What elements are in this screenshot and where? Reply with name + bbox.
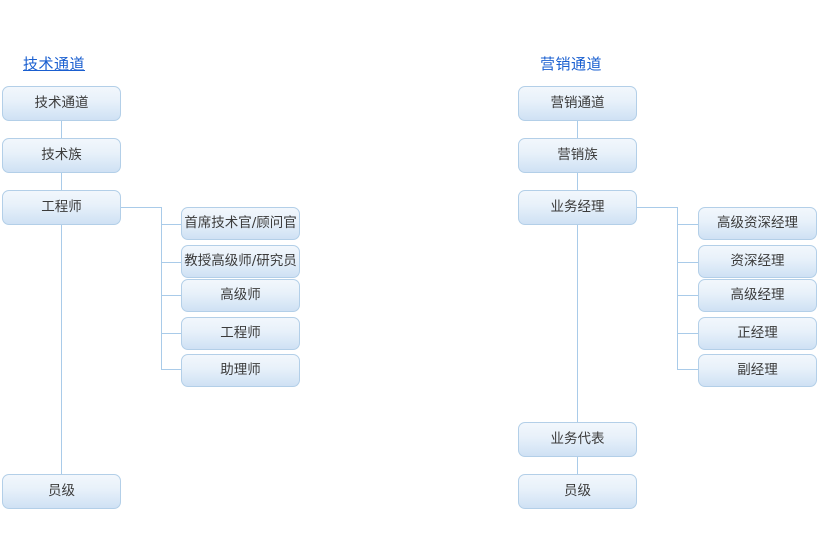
node-label: 助理师 — [220, 361, 261, 378]
connector-tech-family-to-engineer — [61, 173, 62, 206]
node-engineer[interactable]: 工程师 — [2, 190, 121, 225]
node-biz-manager[interactable]: 业务经理 — [518, 190, 637, 225]
node-engineer-level[interactable]: 工程师 — [181, 317, 300, 350]
connector-sales-family-to-manager — [577, 173, 578, 206]
node-label: 高级经理 — [730, 286, 785, 303]
node-label: 副经理 — [737, 361, 778, 378]
connector-branch-stub-r2 — [677, 262, 698, 263]
node-cto-advisor[interactable]: 首席技术官/顾问官 — [181, 207, 300, 240]
node-label: 员级 — [564, 482, 591, 499]
node-label: 教授高级师/研究员 — [184, 252, 297, 269]
connector-engineer-branch-stem — [121, 207, 161, 208]
column-title-marketing[interactable]: 营销通道 — [540, 55, 603, 73]
connector-sales-channel-to-family — [577, 121, 578, 154]
node-sales-channel[interactable]: 营销通道 — [518, 86, 637, 121]
connector-branch-stub-r4 — [677, 333, 698, 334]
node-tech-staff[interactable]: 员级 — [2, 474, 121, 509]
node-full-mgr[interactable]: 正经理 — [698, 317, 817, 350]
node-label: 资深经理 — [730, 252, 785, 269]
node-label: 营销族 — [557, 146, 598, 163]
node-label: 工程师 — [220, 324, 261, 341]
node-label: 高级师 — [220, 286, 261, 303]
node-label: 员级 — [48, 482, 75, 499]
connector-engineer-to-staff — [61, 224, 62, 474]
connector-tech-channel-to-family — [61, 121, 62, 154]
node-tech-family[interactable]: 技术族 — [2, 138, 121, 173]
connector-branch-stub-4 — [161, 333, 181, 334]
connector-manager-branch-stem — [637, 207, 677, 208]
node-sales-family[interactable]: 营销族 — [518, 138, 637, 173]
node-label: 工程师 — [41, 198, 82, 215]
node-label: 技术族 — [41, 146, 82, 163]
connector-branch-stub-r1 — [677, 224, 698, 225]
connector-branch-stub-2 — [161, 262, 181, 263]
node-label: 正经理 — [737, 324, 778, 341]
connector-branch-stub-1 — [161, 224, 181, 225]
node-label: 高级资深经理 — [717, 214, 798, 231]
connector-manager-branch-trunk — [677, 207, 678, 369]
connector-rep-to-staff — [577, 456, 578, 474]
connector-branch-stub-r5 — [677, 369, 698, 370]
node-label: 业务经理 — [550, 198, 605, 215]
connector-branch-stub-r3 — [677, 295, 698, 296]
node-sales-staff[interactable]: 员级 — [518, 474, 637, 509]
node-label: 营销通道 — [550, 94, 605, 111]
connector-branch-stub-3 — [161, 295, 181, 296]
node-senior-master[interactable]: 高级师 — [181, 279, 300, 312]
node-assistant-master[interactable]: 助理师 — [181, 354, 300, 387]
node-tech-channel[interactable]: 技术通道 — [2, 86, 121, 121]
connector-branch-stub-5 — [161, 369, 181, 370]
node-biz-rep[interactable]: 业务代表 — [518, 422, 637, 457]
connector-engineer-branch-trunk — [161, 207, 162, 369]
node-senior-mgr[interactable]: 高级经理 — [698, 279, 817, 312]
node-professor-senior[interactable]: 教授高级师/研究员 — [181, 245, 300, 278]
node-principal-mgr[interactable]: 资深经理 — [698, 245, 817, 278]
node-label: 业务代表 — [550, 430, 605, 447]
column-title-technical[interactable]: 技术通道 — [23, 55, 86, 73]
node-label: 首席技术官/顾问官 — [184, 214, 297, 231]
node-deputy-mgr[interactable]: 副经理 — [698, 354, 817, 387]
connector-manager-to-rep — [577, 224, 578, 422]
node-senior-principal-mgr[interactable]: 高级资深经理 — [698, 207, 817, 240]
node-label: 技术通道 — [34, 94, 89, 111]
